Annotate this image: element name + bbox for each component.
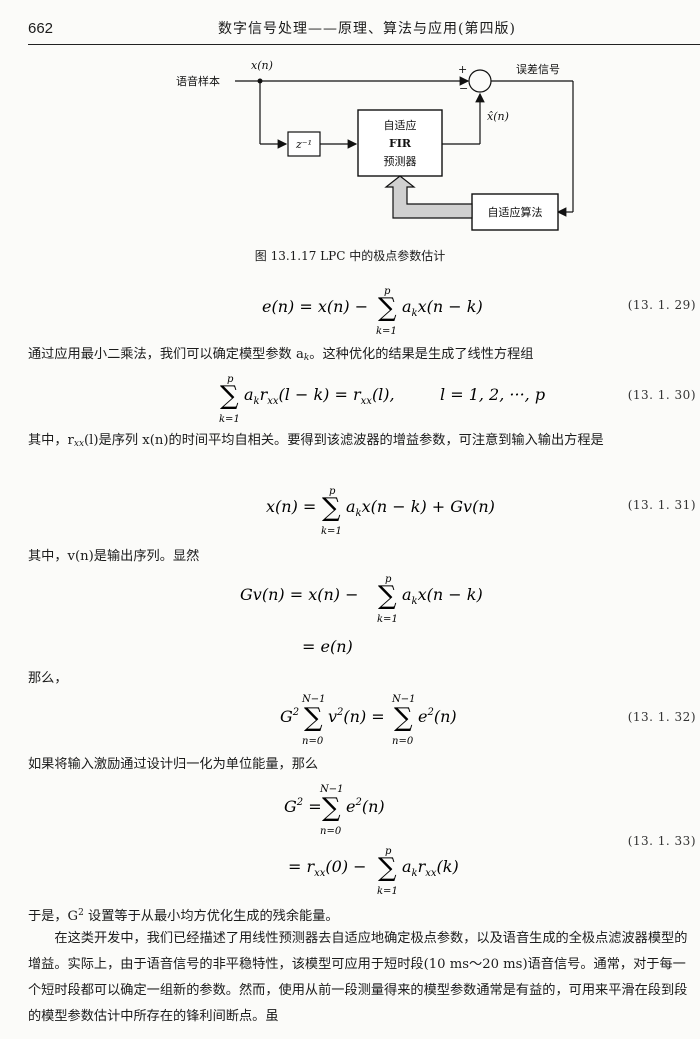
paragraph-4: 那么， [28, 671, 68, 686]
equation-13-1-31: x(n) = ∑ p k=1 akx(n − k) + Gv(n) (13. 1… [0, 482, 700, 540]
svg-text:l = 1, 2, ···, p: l = 1, 2, ···, p [440, 385, 545, 404]
paragraph-2-sub: xx [73, 439, 85, 449]
svg-text:G2: G2 [280, 707, 299, 726]
error-label: 误差信号 [516, 62, 560, 76]
svg-text:e2(n): e2(n) [418, 707, 457, 726]
svg-text:∑: ∑ [304, 703, 323, 733]
svg-text:n=0: n=0 [302, 736, 324, 747]
svg-text:∑: ∑ [378, 853, 397, 883]
paragraph-5: 如果将输入激励通过设计归一化为单位能量，那么 [28, 757, 319, 772]
svg-text:akrxx(k): akrxx(k) [402, 857, 459, 879]
equation-gv: Gv(n) = x(n) − ∑ p k=1 akx(n − k) = e(n) [0, 570, 700, 670]
svg-text:akx(n − k) + Gv(n): akx(n − k) + Gv(n) [346, 497, 495, 519]
eq-number-30: (13. 1. 30) [627, 388, 696, 402]
paragraph-6-sup: 2 [78, 908, 84, 918]
equation-gv-svg: Gv(n) = x(n) − ∑ p k=1 akx(n − k) = e(n) [240, 574, 483, 656]
paragraph-3: 其中，v(n)是输出序列。显然 [28, 549, 200, 564]
svg-text:N−1: N−1 [319, 784, 344, 795]
paragraph-1-sub: k [303, 353, 310, 363]
signal-label: x(n) [251, 59, 273, 72]
equation-13-1-29: e(n) = x(n) − ∑ p k=1 akx(n − k) (13. 1.… [0, 282, 700, 340]
equation-13-1-31-svg: x(n) = ∑ p k=1 akx(n − k) + Gv(n) [266, 486, 495, 537]
minus-sign: − [459, 82, 468, 95]
fir-label-3: 预测器 [384, 155, 417, 168]
svg-text:N−1: N−1 [301, 694, 326, 705]
svg-text:p: p [227, 374, 234, 385]
svg-text:Gv(n) = x(n) −: Gv(n) = x(n) − [240, 585, 359, 604]
svg-text:v2(n) =: v2(n) = [328, 707, 385, 726]
svg-text:k=1: k=1 [377, 614, 398, 625]
paragraph-2-text-b: (l)是序列 x(n)的时间平均自相关。要得到该滤波器的增益参数，可注意到输入输… [84, 433, 604, 448]
svg-text:∑: ∑ [378, 581, 397, 611]
eq-number-32: (13. 1. 32) [627, 710, 696, 724]
block-diagram: 语音样本 x(n) + − 误差信号 z⁻¹ 自适应 FIR 预测器 x̂(n)… [0, 52, 700, 242]
svg-text:= rxx(0) −: = rxx(0) − [288, 857, 367, 879]
paragraph-1: 通过应用最小二乘法，我们可以确定模型参数 ak。这种优化的结果是生成了线性方程组 [28, 342, 696, 371]
svg-text:p: p [385, 574, 392, 585]
equation-13-1-30: ∑ p k=1 akrxx(l − k) = rxx(l), l = 1, 2,… [0, 370, 700, 426]
svg-text:p: p [385, 846, 392, 857]
paragraph-2: 其中，rxx(l)是序列 x(n)的时间平均自相关。要得到该滤波器的增益参数，可… [28, 428, 696, 457]
svg-text:∑: ∑ [378, 293, 397, 323]
paragraph-6-text-b: 设置等于从最小均方优化生成的残余能量。 [83, 909, 339, 924]
plus-sign: + [458, 63, 467, 76]
paragraph-6-text-a: 于是，G [28, 909, 79, 924]
eq-number-29: (13. 1. 29) [627, 298, 696, 312]
page-number: 662 [28, 20, 54, 37]
svg-text:= e(n): = e(n) [302, 637, 353, 656]
svg-text:e(n) = x(n) −: e(n) = x(n) − [262, 297, 368, 316]
fir-block [357, 109, 443, 177]
running-title: 数字信号处理——原理、算法与应用(第四版) [218, 21, 516, 37]
svg-text:x(n) =: x(n) = [266, 497, 316, 516]
fir-label-1: 自适应 [384, 118, 417, 132]
svg-text:k=1: k=1 [377, 886, 398, 897]
equation-13-1-32: G2 ∑ N−1 n=0 v2(n) = ∑ N−1 n=0 e2(n) (13… [0, 688, 700, 750]
svg-text:n=0: n=0 [320, 826, 342, 837]
svg-text:k=1: k=1 [376, 326, 397, 337]
algorithm-block [471, 193, 559, 231]
eq-number-31: (13. 1. 31) [627, 498, 696, 512]
paragraph-1-end: 。这种优化的结果是生成了线性方程组 [309, 347, 534, 362]
fir-label-2: FIR [389, 137, 412, 150]
svg-text:∑: ∑ [322, 493, 341, 523]
svg-text:G2 =: G2 = [284, 797, 322, 816]
svg-text:k=1: k=1 [321, 526, 342, 537]
svg-text:N−1: N−1 [391, 694, 416, 705]
page-header: 662 数字信号处理——原理、算法与应用(第四版) [28, 14, 700, 45]
algorithm-label: 自适应算法 [488, 205, 543, 219]
estimate-label: x̂(n) [487, 110, 509, 123]
svg-text:∑: ∑ [394, 703, 413, 733]
equation-13-1-32-svg: G2 ∑ N−1 n=0 v2(n) = ∑ N−1 n=0 e2(n) [280, 694, 457, 747]
svg-text:∑: ∑ [220, 381, 239, 411]
adaptation-arrow [384, 175, 473, 219]
svg-text:k=1: k=1 [219, 414, 240, 425]
paragraph-2-text-a: 其中，r [28, 433, 74, 448]
paragraph-6: 于是，G2 设置等于从最小均方优化生成的残余能量。 [28, 900, 696, 930]
svg-text:akx(n − k): akx(n − k) [402, 585, 483, 607]
delay-label: z⁻¹ [295, 138, 312, 151]
equation-13-1-30-svg: ∑ p k=1 akrxx(l − k) = rxx(l), l = 1, 2,… [219, 374, 545, 425]
paragraph-7: 在这类开发中，我们已经描述了用线性预测器去自适应地确定极点参数，以及语音生成的全… [28, 931, 688, 1024]
input-label: 语音样本 [176, 74, 220, 88]
equation-13-1-33: G2 = ∑ N−1 n=0 e2(n) = rxx(0) − ∑ p k=1 … [0, 778, 700, 900]
equation-13-1-33-svg: G2 = ∑ N−1 n=0 e2(n) = rxx(0) − ∑ p k=1 … [284, 784, 459, 897]
svg-text:∑: ∑ [322, 793, 341, 823]
svg-text:p: p [329, 486, 336, 497]
figure-caption: 图 13.1.17 LPC 中的极点参数估计 [254, 249, 446, 263]
svg-text:akx(n − k): akx(n − k) [402, 297, 483, 319]
equation-13-1-29-svg: e(n) = x(n) − ∑ p k=1 akx(n − k) [262, 286, 483, 337]
svg-text:akrxx(l − k) = rxx(l),: akrxx(l − k) = rxx(l), [244, 385, 395, 407]
paragraph-1-text: 通过应用最小二乘法，我们可以确定模型参数 a [28, 347, 304, 362]
summer [468, 69, 492, 93]
eq-number-33: (13. 1. 33) [627, 834, 696, 848]
svg-text:n=0: n=0 [392, 736, 414, 747]
svg-text:p: p [384, 286, 391, 297]
svg-text:e2(n): e2(n) [346, 797, 385, 816]
block-diagram-svg: 语音样本 x(n) + − 误差信号 z⁻¹ 自适应 FIR 预测器 x̂(n)… [176, 59, 574, 231]
